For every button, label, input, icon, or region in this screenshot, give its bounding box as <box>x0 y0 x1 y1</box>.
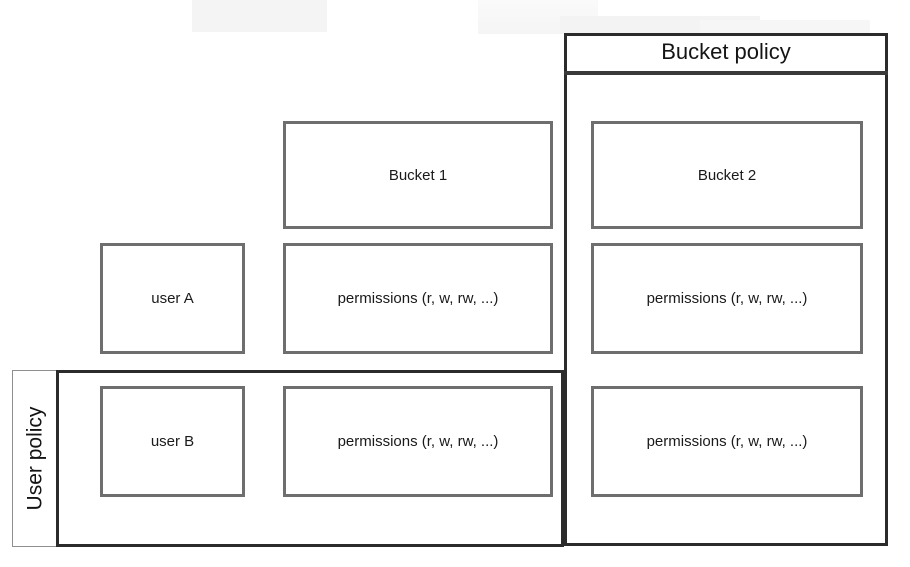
user-b-label: user B <box>150 433 195 450</box>
bucket-2-box: Bucket 2 <box>591 121 863 229</box>
bucket-policy-header: Bucket policy <box>564 33 888 75</box>
permissions-user-b-bucket-1-box: permissions (r, w, rw, ...) <box>283 386 553 497</box>
user-a-box: user A <box>100 243 245 354</box>
bucket-policy-container <box>564 33 888 546</box>
scan-artifact <box>700 20 870 34</box>
permissions-user-a-bucket-2-box: permissions (r, w, rw, ...) <box>591 243 863 354</box>
bucket-1-box: Bucket 1 <box>283 121 553 229</box>
permissions-user-a-bucket-1-label: permissions (r, w, rw, ...) <box>337 290 499 307</box>
user-policy-content-frame <box>56 370 564 547</box>
permissions-user-a-bucket-1-box: permissions (r, w, rw, ...) <box>283 243 553 354</box>
permissions-user-b-bucket-2-box: permissions (r, w, rw, ...) <box>591 386 863 497</box>
scan-artifact <box>560 16 760 34</box>
permissions-user-a-bucket-2-label: permissions (r, w, rw, ...) <box>646 290 808 307</box>
bucket-1-label: Bucket 1 <box>388 166 448 184</box>
user-a-label: user A <box>151 290 194 307</box>
scan-artifact <box>478 0 598 34</box>
permissions-user-b-bucket-2-label: permissions (r, w, rw, ...) <box>646 433 808 450</box>
bucket-2-label: Bucket 2 <box>697 166 757 184</box>
user-policy-title: User policy <box>23 406 47 511</box>
user-b-box: user B <box>100 386 245 497</box>
user-policy-label-cell: User policy <box>13 371 57 546</box>
bucket-policy-title: Bucket policy <box>661 39 791 64</box>
permissions-user-b-bucket-1-label: permissions (r, w, rw, ...) <box>337 433 499 450</box>
scan-artifact <box>192 0 327 32</box>
